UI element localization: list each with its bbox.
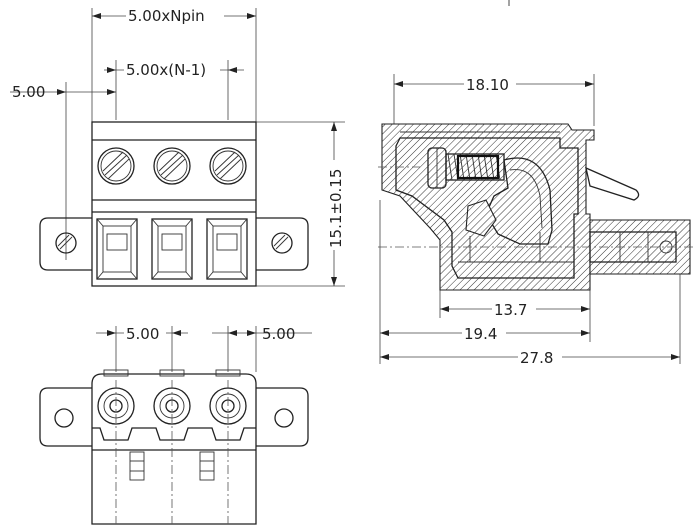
- left-flange-screw-icon: [55, 232, 77, 254]
- dim-flange-offset: 5.00: [10, 82, 116, 260]
- dim-mid-length: 19.4: [379, 200, 591, 364]
- dim-bottom-pitch-text: 5.00: [126, 325, 159, 343]
- clamp-screw-icon: [427, 147, 505, 189]
- dim-total-pitch: 5.00xNpin: [91, 5, 257, 125]
- dim-top-length: 18.10: [393, 74, 595, 126]
- dim-flange-offset-text: 5.00: [12, 83, 45, 101]
- dim-inner-pitch-text: 5.00x(N-1): [126, 61, 206, 79]
- screw-head-2-icon: [153, 147, 191, 185]
- wire-entry-1: [96, 218, 138, 280]
- dim-mid-length-text: 19.4: [464, 325, 497, 343]
- dim-inner-pitch: 5.00x(N-1): [104, 59, 244, 120]
- dim-overall-length-text: 27.8: [520, 349, 553, 367]
- screw-head-3-icon: [209, 147, 247, 185]
- bottom-view: 5.00 5.00: [39, 323, 312, 525]
- dim-height-text: 15.1±0.15: [327, 169, 345, 248]
- dim-inner-length-text: 13.7: [494, 301, 527, 319]
- front-view: 5.00xNpin 5.00x(N-1) 5.00: [10, 5, 345, 287]
- dim-bottom-flange-offset: 5.00: [212, 325, 312, 372]
- dim-bottom-flange-offset-text: 5.00: [262, 325, 295, 343]
- side-view: 18.10 13.7 19.4 27.8: [378, 74, 696, 367]
- wire-entry-2: [151, 218, 193, 280]
- screw-head-1-icon: [97, 147, 135, 185]
- left-mount-hole-icon: [54, 408, 74, 428]
- dim-inner-length: 13.7: [439, 290, 591, 319]
- dim-bottom-pitch: 5.00: [96, 323, 188, 372]
- right-flange-screw-icon: [271, 232, 293, 254]
- dim-total-pitch-text: 5.00xNpin: [128, 7, 205, 25]
- dim-top-length-text: 18.10: [466, 76, 509, 94]
- dim-height: 15.1±0.15: [256, 121, 345, 287]
- wire-entry-3: [206, 218, 248, 280]
- right-mount-hole-icon: [274, 408, 294, 428]
